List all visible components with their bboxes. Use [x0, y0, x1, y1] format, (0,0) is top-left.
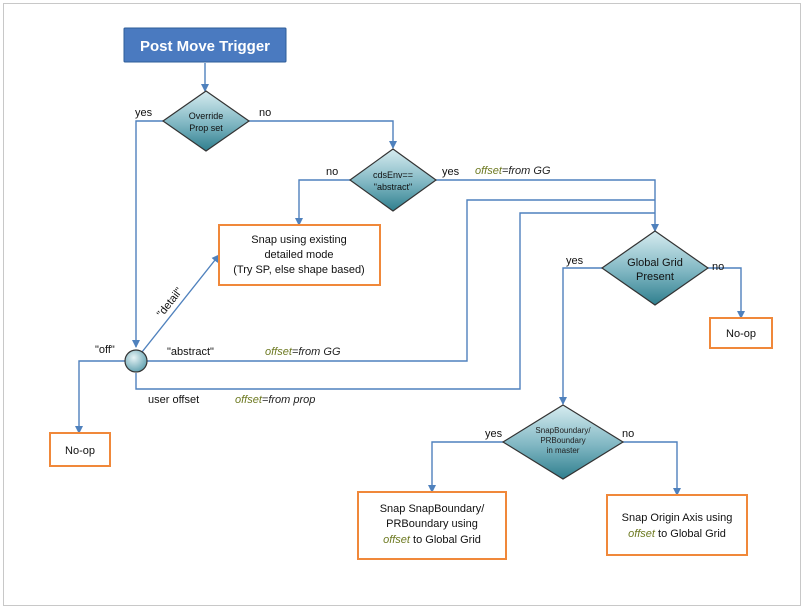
arrow-user-offset — [135, 212, 655, 390]
arrow-cdsenv-yes — [436, 179, 659, 232]
user-offset-from-prop-label: offset=from prop — [235, 394, 315, 406]
snap-boundary-box: Snap SnapBoundary/ PRBoundary using offs… — [357, 491, 507, 560]
diagram-frame — [3, 3, 801, 606]
noop-left-box: No-op — [49, 432, 111, 467]
cdsenv-no-label: no — [326, 166, 338, 178]
arrow-snapb-no — [623, 441, 681, 496]
override-line-1: Override — [189, 111, 224, 121]
user-offset-offset-word: offset — [235, 394, 263, 406]
mode-switch-node — [124, 349, 148, 373]
snap-boundary-line-3: offset to Global Grid — [383, 534, 481, 546]
arrow-override-no — [249, 120, 397, 149]
globalgrid-line-1: Global Grid — [627, 257, 683, 269]
arrow-abstract — [147, 199, 655, 362]
globalgrid-line-2: Present — [636, 271, 674, 283]
snap-detailed-line-1: Snap using existing — [251, 234, 346, 246]
abstract-offset-label: offset=from GG — [265, 346, 341, 358]
cdsenv-offset-word: offset — [475, 165, 503, 177]
snap-origin-to-grid: to Global Grid — [655, 528, 726, 540]
arrow-globalgrid-yes — [559, 267, 602, 405]
snap-origin-line-2: offset to Global Grid — [628, 528, 726, 540]
snap-origin-box: Snap Origin Axis using offset to Global … — [606, 494, 748, 556]
cdsenv-from-gg: =from GG — [502, 165, 551, 177]
cdsenv-yes-label: yes — [442, 166, 460, 178]
globalgrid-yes-label: yes — [566, 255, 584, 267]
noop-right-box: No-op — [709, 317, 773, 349]
arrow-globalgrid-no — [708, 267, 745, 319]
snap-origin-offset-word: offset — [628, 528, 656, 540]
arrow-off — [75, 360, 125, 434]
user-offset-from-prop: =from prop — [262, 394, 316, 406]
snapb-yes-label: yes — [485, 428, 503, 440]
noop-left-text: No-op — [65, 445, 95, 457]
arrow-override-yes — [132, 120, 163, 348]
snap-detailed-line-3: (Try SP, else shape based) — [233, 264, 364, 276]
override-line-2: Prop set — [189, 123, 223, 133]
snapb-line-2: PRBoundary — [540, 436, 585, 445]
abstract-offset-word: offset — [265, 346, 293, 358]
snap-boundary-to-grid: to Global Grid — [410, 534, 481, 546]
arrow-cdsenv-no — [295, 179, 350, 226]
snapb-no-label: no — [622, 428, 634, 440]
abstract-from-gg: =from GG — [292, 346, 341, 358]
snapb-line-3: in master — [547, 446, 580, 455]
cdsenv-line-1: cdsEnv== — [373, 170, 413, 180]
cdsenv-line-2: "abstract" — [374, 182, 412, 192]
arrow-detail — [141, 254, 220, 353]
arrow-snapb-yes — [428, 441, 503, 493]
cdsenv-decision: cdsEnv== "abstract" — [348, 148, 438, 212]
connectors — [75, 63, 745, 496]
off-label: "off" — [95, 344, 115, 356]
edge-labels: yes no no yes offset=from GG "off" "deta… — [95, 107, 724, 440]
title-text: Post Move Trigger — [140, 38, 270, 55]
override-no-label: no — [259, 107, 271, 119]
noop-right-text: No-op — [726, 328, 756, 340]
global-grid-decision: Global Grid Present — [600, 230, 710, 306]
user-offset-label: user offset — [148, 394, 199, 406]
override-prop-set-decision: Override Prop set — [161, 90, 251, 152]
snapb-line-1: SnapBoundary/ — [535, 426, 591, 435]
snap-boundary-line-2: PRBoundary using — [386, 518, 478, 530]
post-move-trigger-node: Post Move Trigger — [123, 27, 287, 63]
override-yes-label: yes — [135, 107, 153, 119]
snap-boundary-decision: SnapBoundary/ PRBoundary in master — [501, 404, 625, 480]
snap-boundary-offset-word: offset — [383, 534, 411, 546]
snap-detailed-line-2: detailed mode — [264, 249, 333, 261]
globalgrid-no-label: no — [712, 261, 724, 273]
abstract-label: "abstract" — [167, 346, 214, 358]
snap-boundary-line-1: Snap SnapBoundary/ — [380, 503, 486, 515]
snap-detailed-box: Snap using existing detailed mode (Try S… — [218, 224, 381, 286]
cdsenv-offset-label: offset=from GG — [475, 165, 551, 177]
snap-origin-line-1: Snap Origin Axis using — [622, 512, 733, 524]
